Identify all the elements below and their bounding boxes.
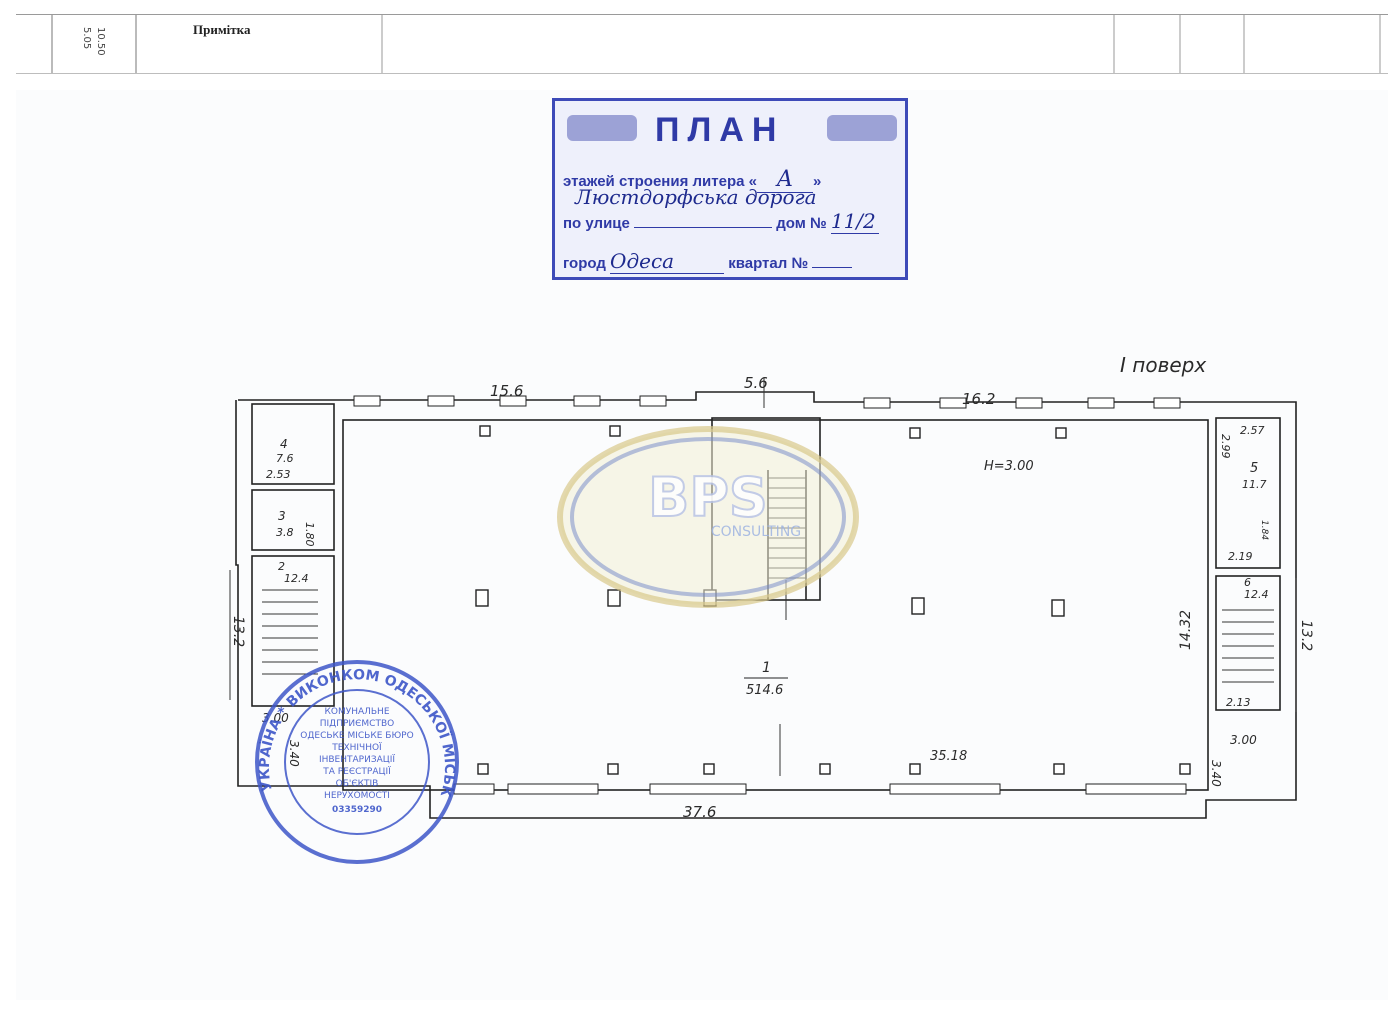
seal-code: 03359290	[332, 805, 382, 815]
seal-line-6: ТА РЕЄСТРАЦІЇ	[322, 766, 391, 777]
room-5-wall	[1215, 417, 1281, 569]
room-6-wall	[1215, 575, 1281, 711]
dim-left-lower: 3.40	[287, 740, 301, 767]
stamp-blot-left	[567, 115, 637, 141]
dim-right-inner: 14.32	[1178, 610, 1194, 650]
dim-room5-width: 2.57	[1240, 424, 1265, 437]
note-label: Примітка	[193, 22, 251, 37]
dim-right-side: 13.2	[1298, 620, 1314, 651]
stamp-title: ПЛАН	[655, 111, 785, 149]
round-seal: УКРАЇНА * ВИКОНКОМ ОДЕСЬКОЇ МІСЬКОЇ РАДИ…	[0, 0, 459, 864]
plan-stamp: ПЛАН этажей строения литера «А» Люстдорф…	[552, 98, 908, 280]
stamp-street-label: по улице	[563, 215, 630, 232]
dim-top-right: 16.2	[962, 390, 995, 408]
stamp-city-value: Одеса	[610, 249, 725, 274]
stamp-city-label: город	[563, 255, 606, 272]
dim-room5-lower: 2.19	[1228, 550, 1253, 563]
room-5-number: 5	[1250, 461, 1258, 476]
seal-line-4: ТЕХНІЧНОЇ	[331, 742, 382, 753]
dim-right-bottom-width: 3.00	[1230, 733, 1257, 747]
margin-mark-2: 10.50	[95, 27, 106, 56]
dim-room5-height: 2.99	[1219, 434, 1232, 459]
stamp-litera-label: этажей строения литера	[563, 173, 745, 190]
dim-right-lower: 3.40	[1209, 760, 1223, 787]
seal-line-7: ОБ'ЄКТІВ	[336, 779, 379, 789]
seal-line-5: ІНВЕНТАРИЗАЦІЇ	[319, 754, 395, 765]
dim-room3-height: 1.80	[303, 522, 316, 547]
room-3-wall	[251, 489, 335, 551]
room-6-number: 6	[1244, 576, 1251, 589]
room-5-area: 11.7	[1242, 478, 1267, 491]
form-column-lines: 5.05 10.50	[51, 15, 1381, 73]
dim-room6-width: 2.13	[1226, 696, 1251, 709]
watermark-logo: BPS	[648, 466, 768, 529]
bps-watermark: BPS CONSULTING	[556, 424, 860, 610]
room-4-area: 7.6	[276, 452, 294, 465]
stamp-street-value: Люстдорфська дорога	[575, 185, 817, 209]
dim-inner-bottom: 35.18	[930, 749, 967, 764]
room-3-area: 3.8	[276, 526, 294, 539]
floor-label: I поверх	[1120, 353, 1206, 377]
dim-bottom: 37.6	[683, 803, 716, 821]
dim-room4-width: 2.53	[266, 468, 291, 481]
top-form-strip: 5.05 10.50	[16, 14, 1388, 74]
dim-top-middle: 5.6	[744, 374, 768, 392]
room-4-number: 4	[280, 437, 288, 451]
seal-line-1: КОМУНАЛЬНЕ	[324, 707, 389, 717]
outer-wall	[235, 391, 1297, 819]
height-note: H=3.00	[984, 459, 1034, 474]
watermark-sub: CONSULTING	[711, 524, 801, 540]
stamp-quarter-value	[812, 267, 853, 268]
room-2-area: 12.4	[284, 572, 309, 585]
room-4-wall	[251, 403, 335, 485]
room-6-area: 12.4	[1244, 588, 1269, 601]
seal-line-8: НЕРУХОМОСТІ	[324, 791, 390, 801]
seal-line-3: ОДЕСЬКЕ МІСЬКЕ БЮРО	[300, 731, 413, 741]
room-2-wall	[251, 555, 335, 707]
stamp-litera-value: А	[756, 167, 813, 193]
room-2-number: 2	[278, 560, 285, 573]
room-1-area: 514.6	[746, 683, 783, 698]
dim-room5-inner: 1.84	[1259, 520, 1269, 540]
dim-top-left: 15.6	[490, 382, 523, 400]
stamp-quarter-label: квартал №	[728, 255, 809, 272]
stamp-house-label: дом №	[776, 215, 827, 232]
room-3-number: 3	[278, 509, 286, 523]
margin-mark-1: 5.05	[81, 27, 92, 49]
seal-line-2: ПІДПРИЄМСТВО	[320, 719, 394, 729]
room-1-number: 1	[762, 660, 771, 676]
dim-left-side: 13.2	[230, 616, 246, 647]
stamp-house-value: 11/2	[830, 209, 879, 234]
stamp-blot-right	[827, 115, 897, 141]
main-hall-wall	[342, 419, 1209, 791]
